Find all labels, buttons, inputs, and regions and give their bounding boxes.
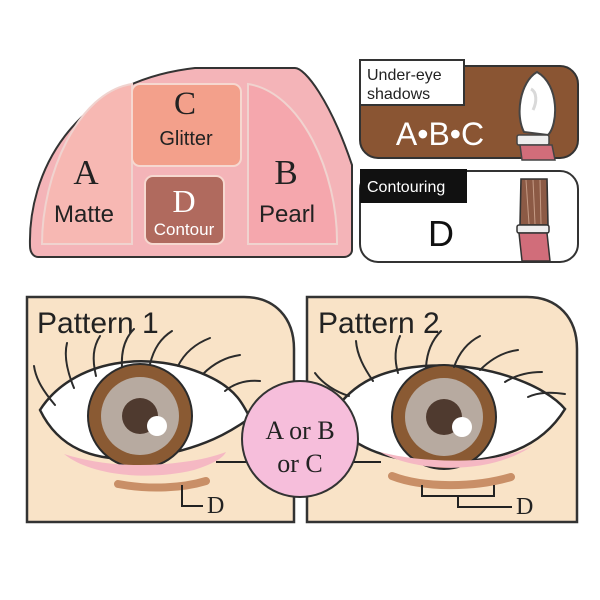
contouring-card: Contouring D: [359, 169, 579, 263]
well-c: [131, 83, 242, 167]
label-a: Matte: [54, 201, 114, 228]
undereye-shadows-card: Under-eye shadows A•B•C: [359, 59, 579, 161]
letter-d: D: [172, 183, 195, 219]
sponge-applicator-icon: [516, 70, 557, 161]
well-d: [144, 175, 225, 245]
letter-a: A: [73, 153, 99, 192]
pattern2-marker: D: [516, 494, 533, 520]
pattern2-panel: Pattern 2 D: [305, 295, 579, 524]
angled-brush-icon: [516, 178, 551, 262]
letter-b: B: [274, 153, 297, 192]
undereye-title-line1: Under-eye: [367, 67, 442, 84]
center-line1: A or B: [265, 416, 334, 445]
center-line2: or C: [277, 449, 323, 478]
well-b: [247, 82, 339, 245]
contouring-value: D: [428, 213, 454, 254]
pattern1-panel: Pattern 1 D: [25, 295, 296, 524]
pattern1-marker: D: [207, 493, 224, 519]
pattern2-title: Pattern 2: [318, 307, 440, 340]
label-d: Contour: [154, 220, 215, 239]
label-b: Pearl: [259, 201, 315, 228]
letter-c: C: [174, 86, 196, 122]
undereye-title-box: [359, 59, 465, 106]
well-a: [40, 82, 133, 245]
contouring-title-box: [360, 169, 467, 203]
undereye-value: A•B•C: [396, 116, 484, 152]
contouring-title: Contouring: [367, 179, 445, 196]
eyeshadow-palette: A Matte B Pearl C Glitter D Contour: [28, 67, 353, 258]
undereye-title-line2: shadows: [367, 86, 430, 103]
pattern1-title: Pattern 1: [37, 307, 159, 340]
label-c: Glitter: [159, 128, 213, 150]
center-bubble: A or B or C: [241, 380, 359, 498]
